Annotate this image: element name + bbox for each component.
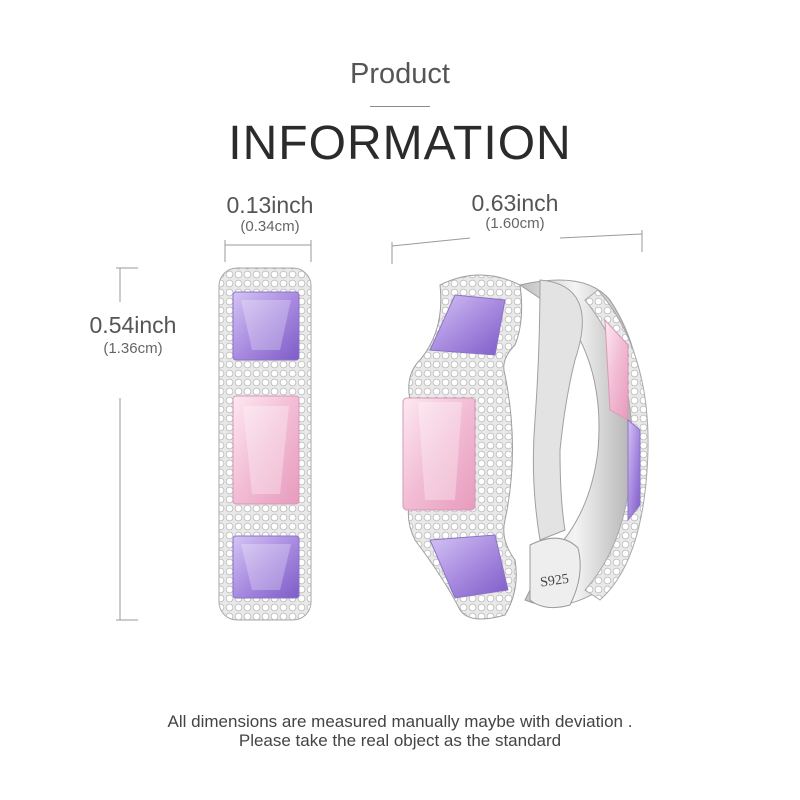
purple-stone [429, 294, 506, 356]
diameter-dimension-line [391, 230, 643, 264]
header-subtitle: Product [350, 58, 450, 90]
header-title: INFORMATION [228, 117, 572, 170]
height-inch-label: 0.54inch [89, 312, 177, 338]
diameter-cm-label: (1.60cm) [485, 215, 545, 232]
purple-stone [232, 291, 300, 361]
thickness-dimension-line [224, 240, 312, 262]
purple-stone [429, 534, 509, 599]
diameter-inch-label: 0.63inch [471, 190, 559, 216]
pink-stone [402, 397, 476, 511]
earring-side-view [218, 267, 312, 621]
pink-stone [232, 395, 300, 505]
footer-note-line1: All dimensions are measured manually may… [167, 712, 633, 731]
height-cm-label: (1.36cm) [103, 340, 163, 357]
purple-stone [232, 535, 300, 599]
thickness-inch-label: 0.13inch [226, 192, 314, 218]
footer-note-line2: Please take the real object as the stand… [238, 731, 562, 750]
thickness-cm-label: (0.34cm) [240, 218, 300, 235]
header-divider [370, 106, 430, 107]
hallmark-stamp: S925 [539, 572, 570, 591]
height-dimension-line [116, 267, 138, 621]
earring-hoop-view: S925 [402, 274, 649, 620]
